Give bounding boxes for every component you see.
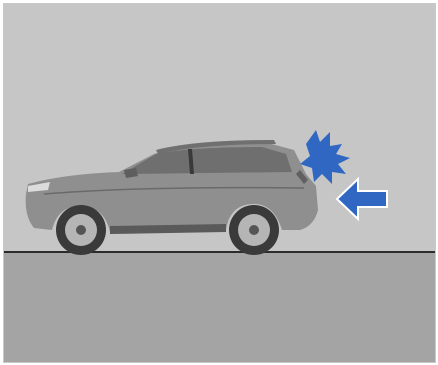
arrow-left-icon (337, 179, 387, 219)
suv-vehicle (26, 140, 318, 255)
scene-svg (4, 4, 435, 362)
illustration-frame (3, 3, 436, 363)
rear-wheel-hub (249, 225, 259, 235)
front-wheel-hub (76, 225, 86, 235)
vehicle-windows (122, 147, 292, 174)
